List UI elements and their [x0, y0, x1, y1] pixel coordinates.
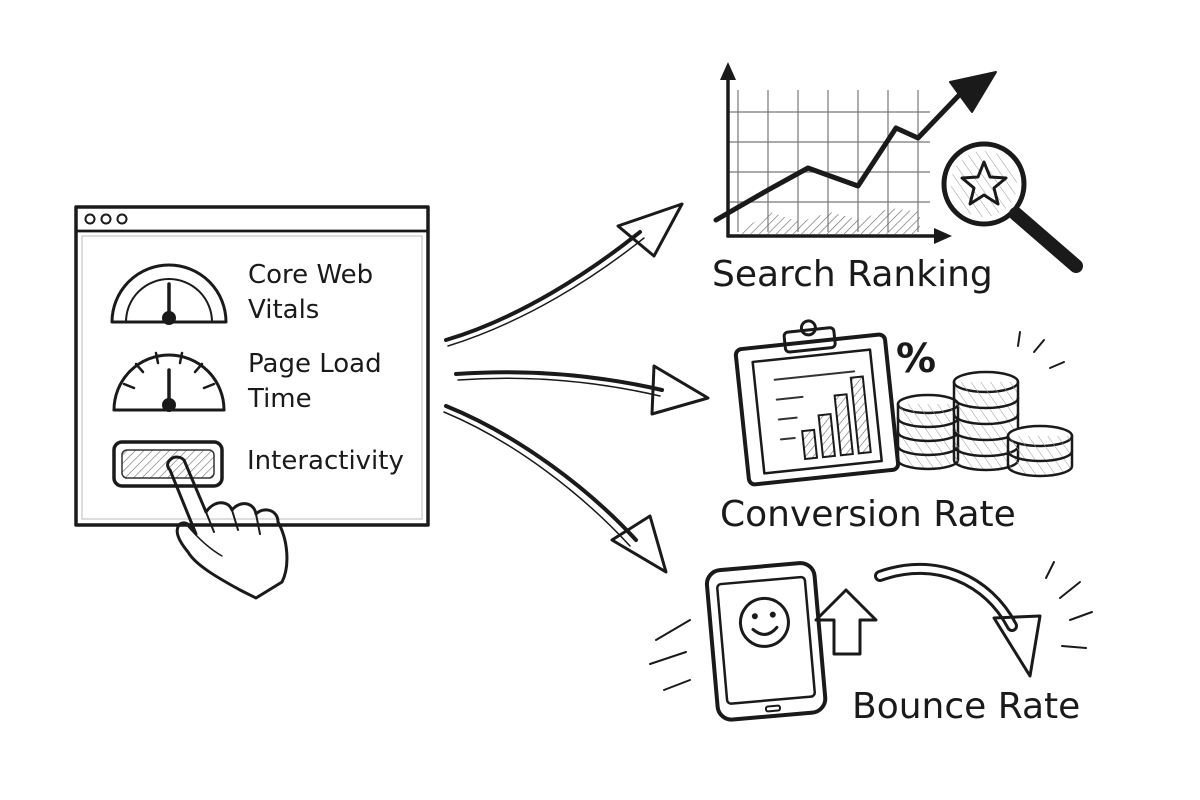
page-load-time-label-line2: Time — [247, 384, 312, 414]
clipboard-chart-coins-icon: % — [733, 319, 1074, 487]
speedometer-icon — [110, 263, 228, 325]
arrow-to-bounce-rate — [443, 404, 668, 574]
core-web-vitals-label-line1: Core Web — [248, 260, 373, 290]
window-controls-icon — [84, 213, 128, 225]
smiling-phone-icon — [649, 561, 828, 722]
page-load-time-label-line1: Page Load — [248, 349, 382, 379]
conversion-rate-label: Conversion Rate — [720, 494, 1016, 535]
pointing-hand-icon — [166, 455, 289, 600]
core-web-vitals-label-line2: Vitals — [248, 295, 319, 325]
up-arrow-icon — [814, 588, 878, 656]
rising-chart-magnifier-icon — [713, 62, 1083, 273]
arrow-to-conversion-rate — [454, 364, 710, 416]
bounce-rate-label: Bounce Rate — [852, 686, 1080, 727]
interactivity-label: Interactivity — [247, 446, 404, 476]
stopwatch-gauge-icon — [112, 351, 226, 412]
browser-window: Core Web Vitals Page Load Time Interacti… — [74, 205, 430, 527]
arrow-to-search-ranking — [444, 202, 684, 347]
percent-sign: % — [896, 336, 936, 382]
search-ranking-label: Search Ranking — [712, 254, 993, 295]
curved-down-arrow-icon — [874, 561, 1093, 678]
